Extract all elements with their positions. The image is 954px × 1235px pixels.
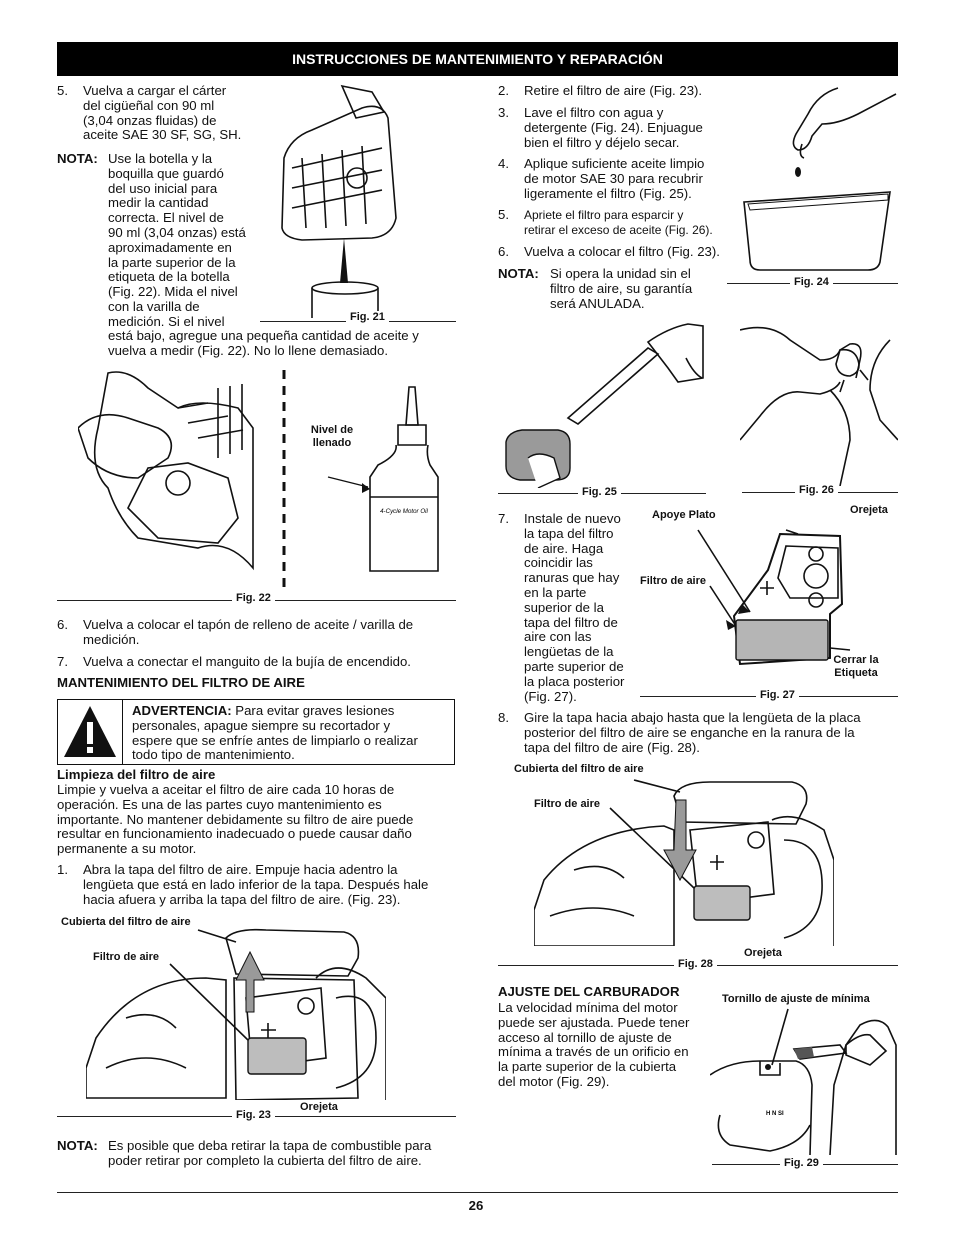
step-number: 6. <box>57 617 68 632</box>
right-step-2-text: Retire el filtro de aire (Fig. 23). <box>524 83 703 98</box>
step-number: 3. <box>498 105 509 120</box>
footer-rule <box>57 1192 898 1193</box>
warning-text: ADVERTENCIA: Para evitar graves lesiones… <box>132 703 418 763</box>
step-number: 5. <box>498 207 509 222</box>
fig-21-caption: Fig. 21 <box>346 311 389 323</box>
section-header: INSTRUCCIONES DE MANTENIMIENTO Y REPARAC… <box>57 42 898 76</box>
fig-23-caption: Fig. 23 <box>232 1109 275 1121</box>
warning-icon <box>58 700 123 764</box>
fig-24-caption: Fig. 24 <box>790 276 833 288</box>
fig-27-tab-label: Orejeta <box>850 504 888 516</box>
fig-27-plate-label: Apoye Plato <box>652 509 716 521</box>
fig-23-tab-label: Orejeta <box>300 1101 338 1113</box>
note-label: NOTA: <box>57 151 98 166</box>
step-number: 7. <box>498 511 509 526</box>
step-1-text: Abra la tapa del filtro de aire. Empuje … <box>83 862 429 907</box>
step-number: 5. <box>57 83 68 98</box>
engine-oil-fill-illustration <box>281 84 397 318</box>
fig-28-cover-label: Cubierta del filtro de aire <box>514 763 644 775</box>
fig-26-caption: Fig. 26 <box>795 484 838 496</box>
fig-28-caption: Fig. 28 <box>674 958 717 970</box>
air-filter-section-title: MANTENIMIENTO DEL FILTRO DE AIRE <box>57 675 305 690</box>
note-2-text: Es posible que deba retirar la tapa de c… <box>108 1138 432 1168</box>
step-number: 1. <box>57 862 68 877</box>
squeeze-filter-illustration <box>740 326 898 486</box>
cleaning-text: Limpie y vuelva a aceitar el filtro de a… <box>57 782 414 857</box>
fig-29-marks: H N SI <box>766 1111 784 1117</box>
fig-25-caption: Fig. 25 <box>578 486 621 498</box>
right-step-6-text: Vuelva a colocar el filtro (Fig. 23). <box>524 244 720 259</box>
air-filter-cover-close-illustration <box>534 779 834 946</box>
oil-bottle-illustration: 4-Cycle Motor Oil <box>327 386 439 572</box>
fig-29-caption: Fig. 29 <box>780 1157 823 1169</box>
dashed-divider <box>282 370 286 592</box>
fig-28-filter-label: Filtro de aire <box>534 798 601 810</box>
page-number: 26 <box>468 1198 484 1213</box>
step-number: 4. <box>498 156 509 171</box>
idle-adjust-illustration: H N SI <box>710 1008 897 1155</box>
step-number: 7. <box>57 654 68 669</box>
dipstick-check-illustration <box>78 371 254 571</box>
fig-27-caption: Fig. 27 <box>756 689 799 701</box>
cleaning-title: Limpieza del filtro de aire <box>57 767 216 782</box>
warning-box: ADVERTENCIA: Para evitar graves lesiones… <box>57 699 455 765</box>
fig-23-filter-label: Filtro de aire <box>93 951 160 963</box>
air-filter-removal-illustration <box>86 928 386 1100</box>
fig-29-screw-label: Tornillo de ajuste de mínima <box>722 993 870 1005</box>
step-7-text: Vuelva a conectar el manguito de la bují… <box>83 654 411 669</box>
note-continuation: está bajo, agregue una pequeña cantidad … <box>108 328 419 358</box>
step-number: 6. <box>498 244 509 259</box>
note-label: NOTA: <box>57 1138 98 1153</box>
fig-22-caption: Fig. 22 <box>232 592 275 604</box>
fig-28-tab-label: Orejeta <box>744 947 782 959</box>
bottle-label: 4-Cycle Motor Oil <box>380 508 428 515</box>
fig-27-filter-label: Filtro de aire <box>640 575 707 587</box>
wash-filter-illustration <box>743 87 897 271</box>
step-6-text: Vuelva a colocar el tapón de relleno de … <box>83 617 414 647</box>
note-label: NOTA: <box>498 266 539 281</box>
step-number: 8. <box>498 710 509 725</box>
filter-cover-install-illustration <box>697 529 851 666</box>
fig-23-cover-label: Cubierta del filtro de aire <box>61 916 191 928</box>
oil-filter-illustration <box>505 323 704 488</box>
right-step-8-text: Gire la tapa hacia abajo hasta que la le… <box>524 710 861 755</box>
carburetor-title: AJUSTE DEL CARBURADOR <box>498 984 680 999</box>
step-number: 2. <box>498 83 509 98</box>
